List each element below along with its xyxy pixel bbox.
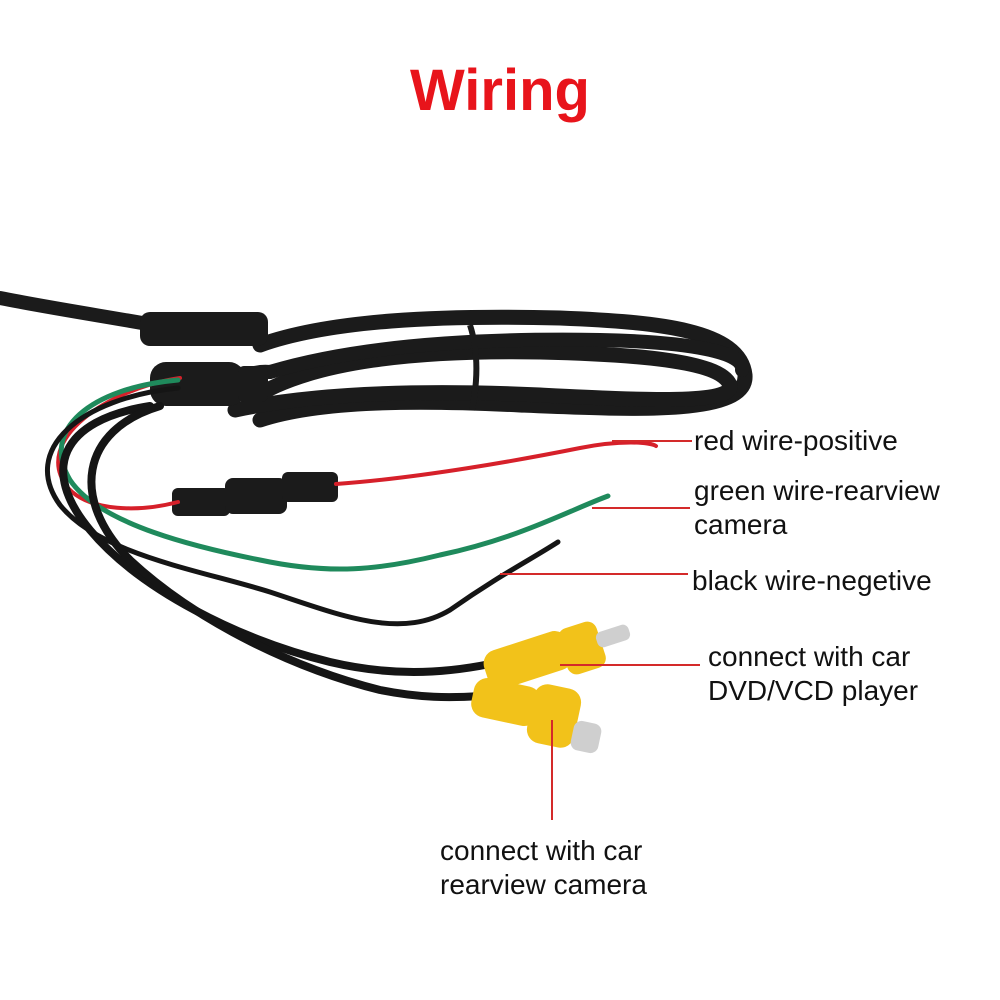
red-wire-tail — [334, 440, 658, 486]
rca-cable-1 — [59, 402, 494, 676]
label-black-wire: black wire-negetive — [692, 565, 932, 596]
fuse-holder — [172, 472, 338, 516]
label-camera-connection: connect with car rearview camera — [440, 835, 647, 900]
label-dvd-connection: connect with car DVD/VCD player — [708, 641, 919, 706]
cable-tie — [467, 324, 480, 411]
main-cable — [0, 291, 753, 428]
rca-plug-dvd — [483, 621, 631, 689]
label-green-wire: green wire-rearview camera — [694, 475, 940, 540]
black-wire — [45, 385, 561, 627]
rca-jack-camera — [471, 677, 602, 754]
aviation-connector — [140, 312, 268, 406]
rca-cable-2 — [87, 402, 484, 702]
cable-coil-mid — [263, 332, 749, 379]
label-red-wire: red wire-positive — [694, 425, 898, 456]
cable-coil-inner — [227, 344, 738, 418]
page-title: Wiring — [410, 58, 590, 123]
